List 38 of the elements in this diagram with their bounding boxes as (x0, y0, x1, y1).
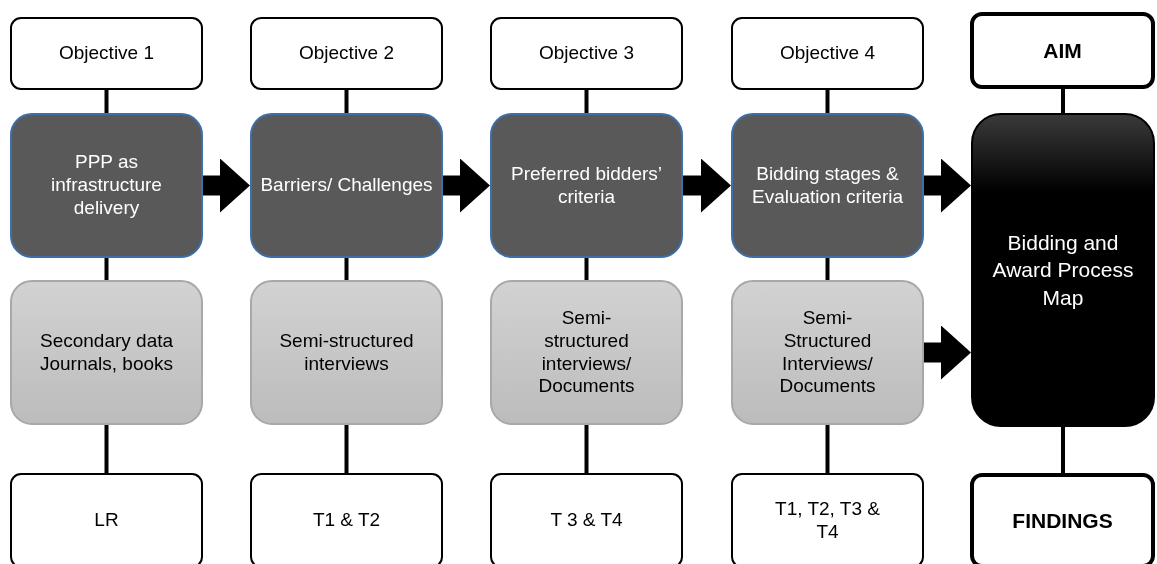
source-box: T1 & T2 (250, 473, 443, 564)
connector-line (584, 258, 589, 280)
connector-line (104, 425, 109, 473)
block-arrow (443, 158, 490, 213)
findings-box: FINDINGS (970, 473, 1155, 564)
connector-line (1061, 427, 1065, 473)
method-box: Semi- structured interviews/ Documents (490, 280, 683, 425)
objective-box: Objective 3 (490, 17, 683, 90)
topic-box: PPP as infrastructure delivery (10, 113, 203, 258)
method-box: Semi-structured interviews (250, 280, 443, 425)
connector-line (104, 258, 109, 280)
connector-line (825, 90, 830, 113)
aim-box: AIM (970, 12, 1155, 89)
topic-box: Preferred bidders’ criteria (490, 113, 683, 258)
source-box: LR (10, 473, 203, 564)
objective-box: Objective 4 (731, 17, 924, 90)
method-box: Secondary data Journals, books (10, 280, 203, 425)
topic-box: Barriers/ Challenges (250, 113, 443, 258)
block-arrow (924, 158, 971, 213)
source-box: T 3 & T4 (490, 473, 683, 564)
connector-line (104, 90, 109, 113)
objective-box: Objective 1 (10, 17, 203, 90)
connector-line (344, 258, 349, 280)
objective-box: Objective 2 (250, 17, 443, 90)
connector-line (584, 90, 589, 113)
connector-line (344, 90, 349, 113)
topic-box: Bidding stages & Evaluation criteria (731, 113, 924, 258)
connector-line (344, 425, 349, 473)
block-arrow (924, 325, 971, 380)
method-box: Semi- Structured Interviews/ Documents (731, 280, 924, 425)
block-arrow (203, 158, 250, 213)
source-box: T1, T2, T3 & T4 (731, 473, 924, 564)
connector-line (825, 258, 830, 280)
connector-line (1061, 89, 1065, 113)
connector-line (825, 425, 830, 473)
outcome-box: Bidding and Award Process Map (971, 113, 1155, 427)
block-arrow (683, 158, 731, 213)
connector-line (584, 425, 589, 473)
